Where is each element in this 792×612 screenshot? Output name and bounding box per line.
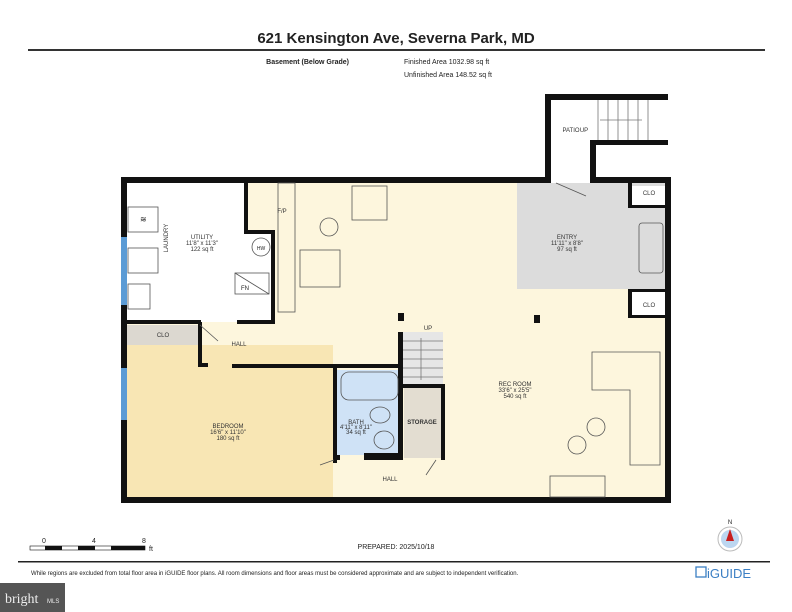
closet-top-label: CLO	[643, 191, 656, 197]
rec-room-area: 540 sq ft	[503, 394, 526, 400]
compass-icon: N	[717, 520, 743, 552]
unfinished-area: Unfinished Area 148.52 sq ft	[404, 72, 492, 79]
patio-label: PATIO	[562, 128, 579, 134]
closet-left-label: CLO	[157, 333, 170, 339]
bath-label: BATH	[348, 420, 364, 426]
svg-text:N: N	[728, 520, 732, 526]
bath-area: 34 sq ft	[346, 430, 366, 436]
closet-mid	[632, 292, 665, 317]
disclaimer: While regions are excluded from total fl…	[31, 571, 519, 577]
closet-left	[127, 325, 198, 345]
patio-up-label: UP	[580, 128, 588, 134]
storage-room	[404, 388, 442, 458]
hall-upper-label: HALL	[231, 342, 247, 348]
entry-area: 97 sq ft	[557, 247, 577, 253]
bath-dims: 4'11" x 8'11"	[340, 425, 372, 431]
patio-area	[551, 100, 590, 183]
svg-text:8: 8	[142, 538, 146, 545]
heater-icon: ≋	[140, 215, 147, 224]
water-heater-label: HW	[257, 246, 266, 252]
svg-text:iGUIDE: iGUIDE	[707, 566, 751, 581]
fp-label: F/P	[277, 209, 286, 215]
page-title: 621 Kensington Ave, Severna Park, MD	[257, 30, 534, 47]
utility-dims: 11'8" x 11'3"	[186, 241, 218, 247]
entry-label: ENTRY	[557, 235, 577, 241]
utility-label: UTILITY	[191, 235, 213, 241]
storage-label: STORAGE	[407, 420, 437, 426]
window	[121, 237, 127, 305]
svg-text:4: 4	[92, 538, 96, 545]
window	[121, 368, 127, 420]
hall-lower-label: HALL	[382, 477, 398, 483]
laundry-label: LAUNDRY	[164, 224, 170, 253]
iguide-logo: iGUIDE	[695, 566, 751, 581]
rec-room-label: REC ROOM	[499, 382, 532, 388]
bedroom-area: 180 sq ft	[216, 436, 239, 442]
closet-top	[632, 186, 665, 208]
level-label: Basement (Below Grade)	[266, 59, 349, 66]
entry-dims: 11'11" x 8'8"	[551, 241, 583, 247]
finished-area: Finished Area 1032.98 sq ft	[404, 59, 489, 66]
bath-room	[337, 370, 400, 455]
svg-text:MLS: MLS	[47, 599, 59, 605]
closet-mid-label: CLO	[643, 303, 656, 309]
utility-room	[127, 183, 273, 322]
svg-text:0: 0	[42, 538, 46, 545]
svg-text:bright: bright	[5, 592, 39, 607]
bedroom-room	[127, 345, 333, 497]
stairs-up-label: UP	[424, 326, 432, 332]
bedroom-label: BEDROOM	[212, 424, 243, 430]
bedroom-dims: 16'6" x 11'10"	[210, 430, 246, 436]
svg-text:ft: ft	[149, 546, 153, 553]
rec-room-dims: 33'6" x 25'5"	[499, 388, 532, 394]
furnace-label: FN	[241, 286, 249, 292]
prepared-date: PREPARED: 2025/10/18	[358, 544, 435, 551]
footer-divider	[18, 561, 770, 563]
room-labels: UTILITY 11'8" x 11'3" 122 sq ft LAUNDRY …	[157, 128, 656, 483]
header-divider	[28, 49, 765, 51]
utility-area: 122 sq ft	[190, 247, 213, 253]
scale-bar: 0 4 8 ft	[29, 538, 153, 553]
walls	[121, 94, 671, 503]
furniture	[127, 182, 664, 498]
bright-mls-watermark: bright MLS	[0, 583, 65, 612]
